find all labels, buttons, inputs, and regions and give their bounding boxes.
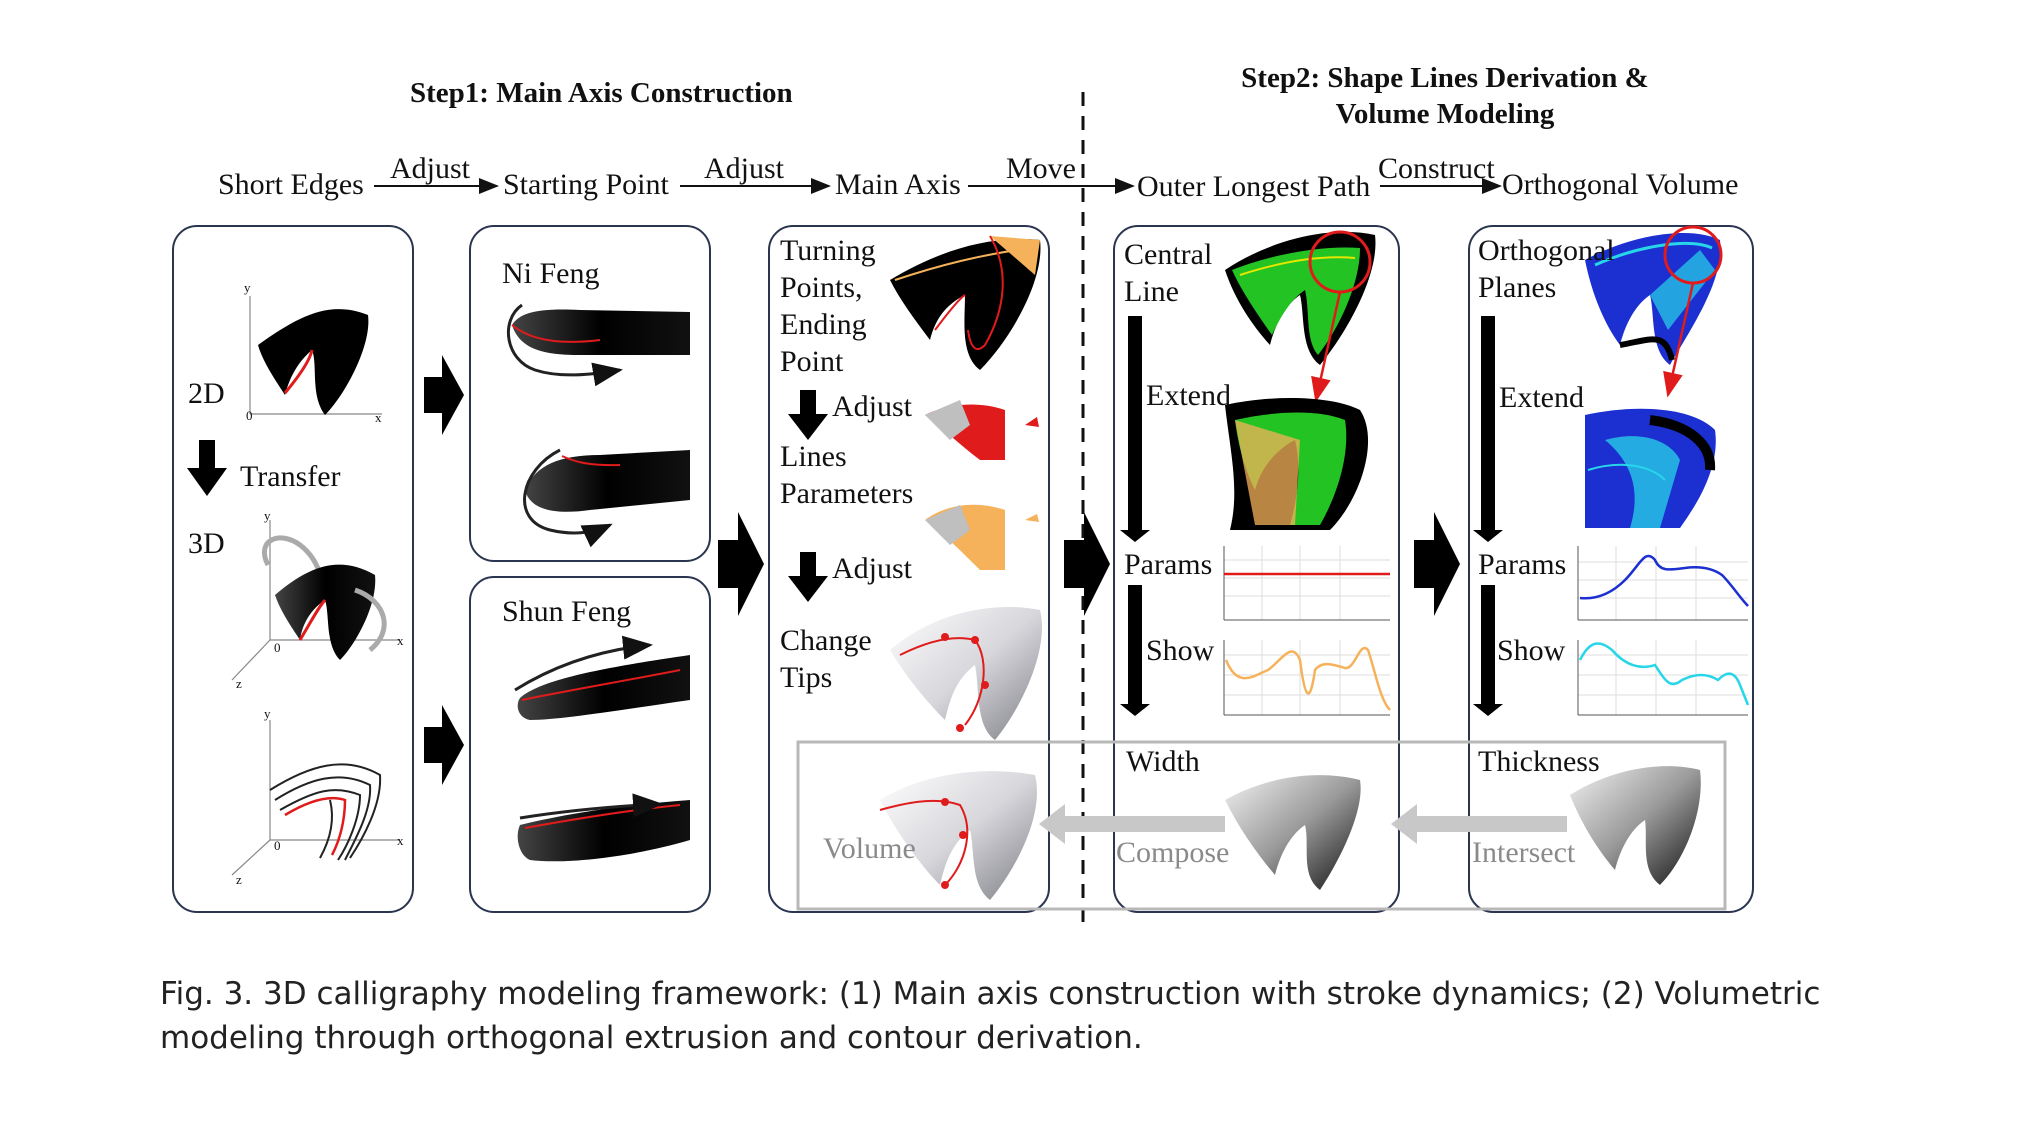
label-central-l1: Central [1124,238,1213,271]
label-extend-5: Extend [1499,381,1584,414]
node-outer-longest-path: Outer Longest Path [1137,170,1371,203]
composition-box [796,740,1727,911]
wireframe-stroke [269,763,382,861]
label-volume: Volume [823,832,916,865]
panel-ni-feng [469,225,711,562]
label-2d: 2D [188,377,225,410]
label-turning-l2: Points, [780,271,863,304]
node-orthogonal-volume: Orthogonal Volume [1502,168,1739,201]
caption-line-1: Fig. 3. 3D calligraphy modeling framewor… [160,976,1821,1012]
label-orth-l2: Planes [1478,271,1557,304]
panel-short-edges [172,225,414,913]
step2-title-line2: Volume Modeling [1335,98,1555,131]
stroke-2d [258,309,369,415]
label-adjust-1: Adjust [832,390,913,423]
step2-title: Step2: Shape Lines Derivation & Volume M… [1175,60,1715,133]
axis-y-wire: y [264,706,271,721]
label-shun-feng: Shun Feng [502,595,632,628]
ni-feng-stroke-1 [512,309,690,355]
label-central-l2: Line [1124,275,1179,308]
panel-orthogonal-volume [1468,225,1754,913]
node-main-axis: Main Axis [835,168,961,201]
show-chart-width [1223,640,1391,716]
axes-2d [249,296,382,415]
volume-stroke [880,771,1037,900]
caption-line-2: modeling through orthogonal extrusion an… [160,1020,1143,1056]
label-extend-4: Extend [1146,379,1231,412]
params-chart-width [1223,546,1390,621]
down-arrows [187,390,828,602]
label-lines-l2: Parameters [780,477,914,510]
axes-wire [231,720,400,876]
label-width: Width [1126,745,1200,778]
label-turning-l3: Ending [780,308,867,341]
thickness-stroke [1570,766,1701,885]
label-turning-l4: Point [780,345,844,378]
axis-z-wire: z [236,872,242,887]
label-change-l2: Tips [780,661,833,694]
shun-feng-stroke-1 [517,655,690,720]
label-show-5: Show [1497,634,1566,667]
ni-feng-stroke-2 [525,450,690,512]
edge-adjust-1: Adjust [390,152,471,185]
change-tips-stroke [890,606,1042,740]
axis-x-3d: x [397,633,404,648]
label-change-l1: Change [780,624,872,657]
label-orth-l1: Orthogonal [1478,234,1615,267]
label-show-4: Show [1146,634,1215,667]
label-lines-l1: Lines [780,440,847,473]
axis-zero-3d: 0 [274,640,281,655]
axis-z-3d: z [236,676,242,691]
panel-outer-longest-path [1113,225,1400,913]
label-compose: Compose [1116,836,1230,869]
label-adjust-2: Adjust [832,552,913,585]
step1-title: Step1: Main Axis Construction [410,77,793,109]
show-chart-thickness [1577,640,1750,716]
axis-x-wire: x [397,833,404,848]
short-edge-2d [283,349,314,394]
axis-x-2d: x [375,410,382,425]
figure-caption: Fig. 3. 3D calligraphy modeling framewor… [160,972,1860,1060]
panel-main-axis [768,225,1050,913]
axis-zero-wire: 0 [274,838,281,853]
panel-shun-feng [469,576,711,913]
big-arrows [424,355,1460,785]
step2-title-line1: Step2: Shape Lines Derivation & [1241,62,1649,94]
label-params-4: Params [1124,548,1213,581]
label-thickness: Thickness [1478,745,1600,778]
gray-arrows [1039,804,1567,844]
label-params-5: Params [1478,548,1567,581]
label-ni-feng: Ni Feng [502,257,600,290]
node-starting-point: Starting Point [503,168,669,201]
lines-param-2 [925,504,1005,570]
label-intersect: Intersect [1472,836,1576,869]
params-chart-thickness [1577,546,1749,621]
edge-adjust-2: Adjust [704,152,785,185]
long-down-arrows [1120,316,1503,716]
label-transfer: Transfer [240,460,341,493]
node-short-edges: Short Edges [218,168,364,201]
axis-y-3d: y [264,508,271,523]
axis-zero-2d: 0 [246,408,253,423]
stroke-3d [275,564,376,660]
edge-move: Move [1006,152,1076,185]
label-3d: 3D [188,527,225,560]
label-turning-l1: Turning [780,234,876,267]
width-stroke [1225,775,1361,890]
axis-y-2d: y [244,280,251,295]
edge-construct: Construct [1378,152,1495,185]
